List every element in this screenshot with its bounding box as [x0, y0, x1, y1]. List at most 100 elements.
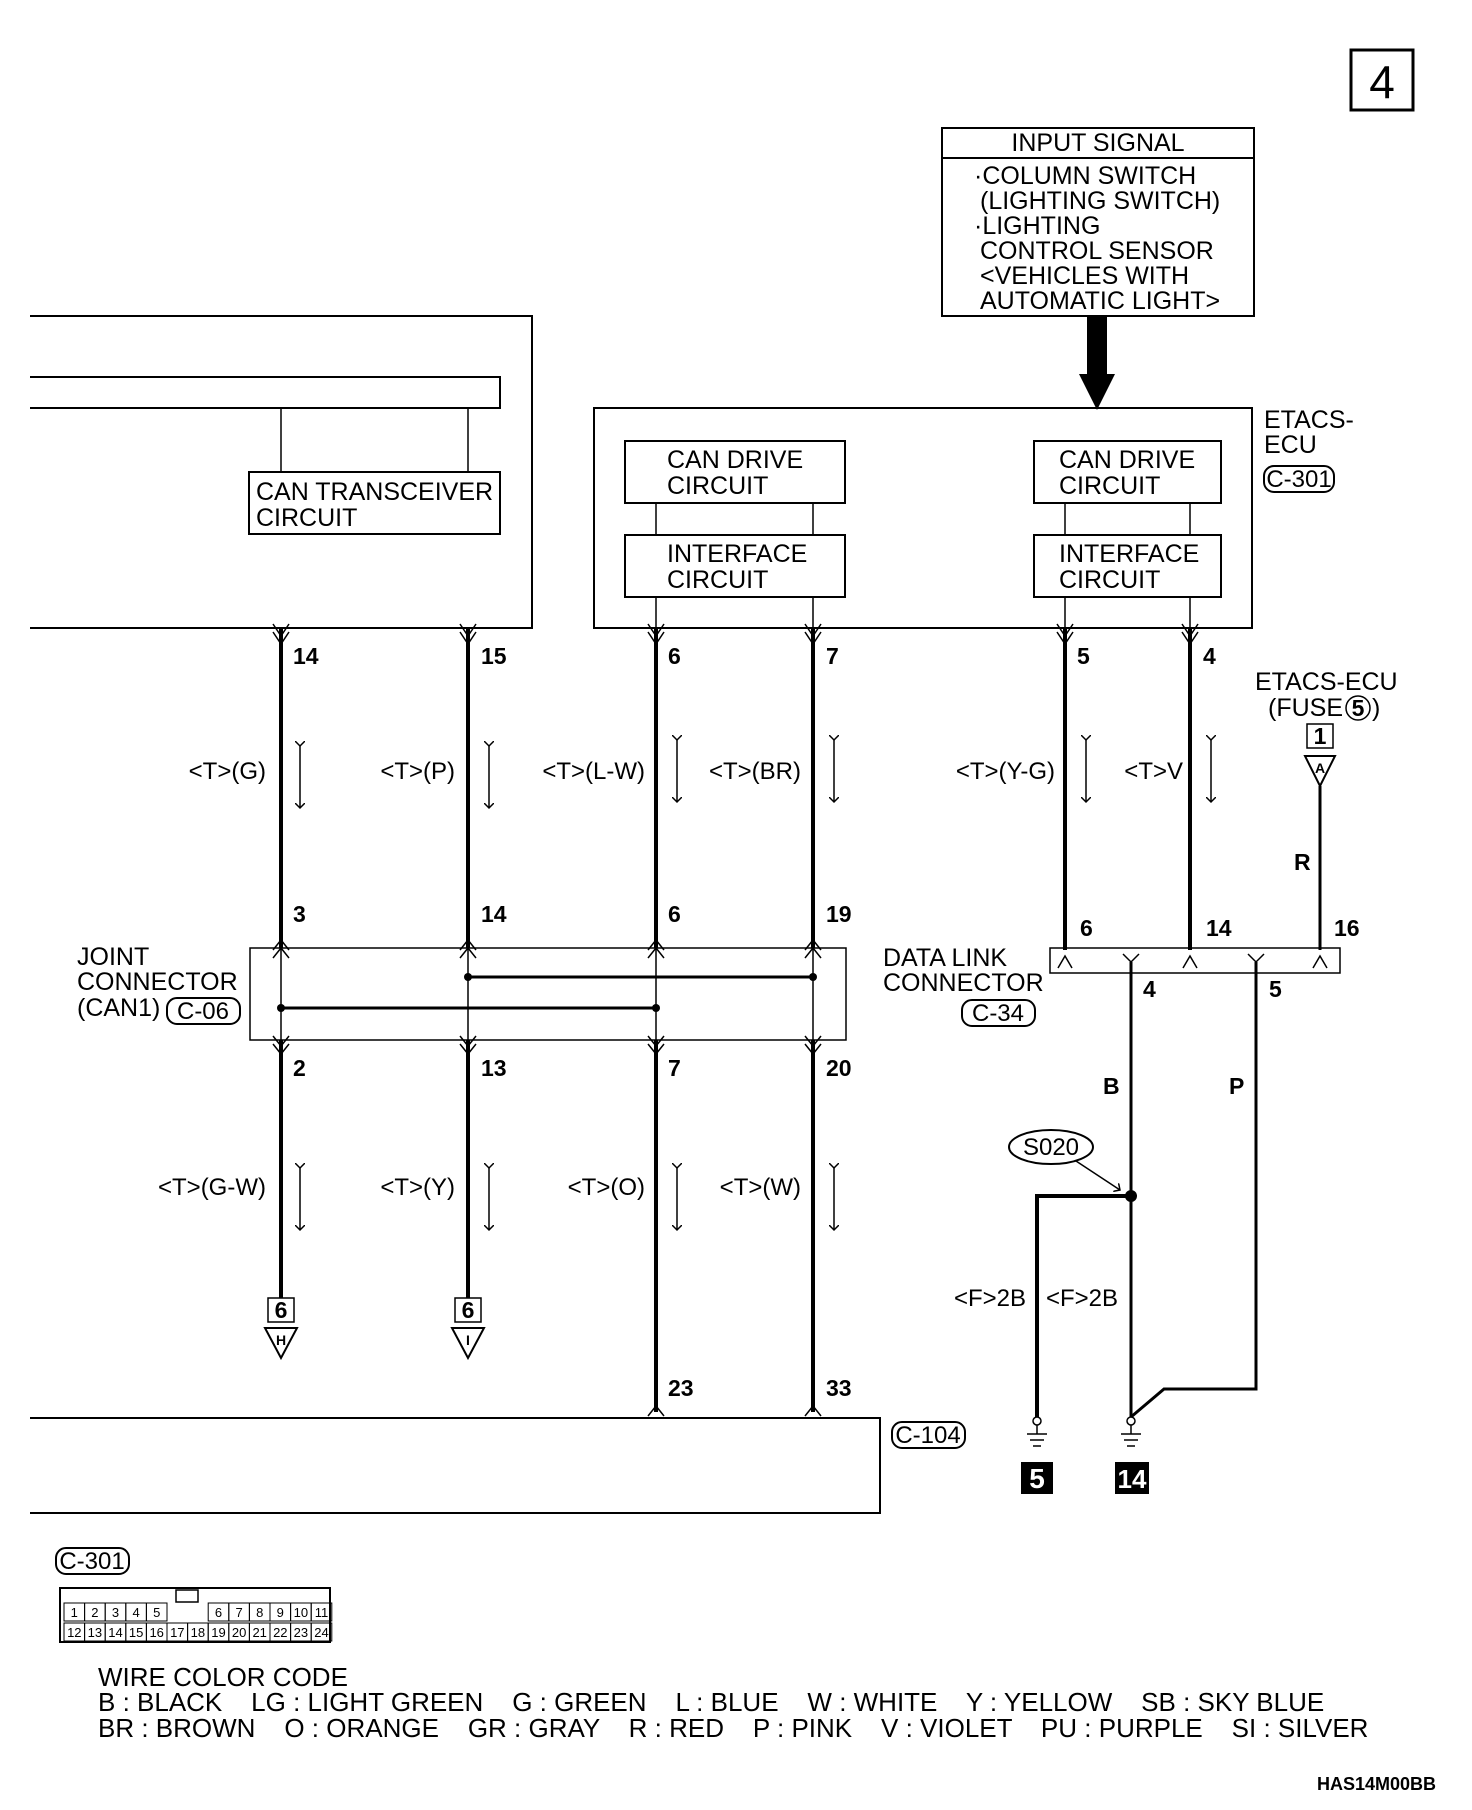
pin-number: 13: [481, 1055, 507, 1081]
signal-label: <T>(P): [380, 758, 455, 785]
legend-line: BR : BROWN O : ORANGE GR : GRAY R : RED …: [98, 1713, 1368, 1743]
interface-circuit-2: [1033, 534, 1222, 598]
splice-tag: [1008, 1129, 1094, 1165]
c301-pin-cell: [310, 1622, 333, 1642]
fuse-number-circle: [1345, 695, 1371, 721]
interface-label: INTERFACE: [1059, 540, 1199, 568]
input-signal-title: INPUT SIGNAL: [1011, 129, 1184, 157]
c301-pin-cell: [310, 1602, 333, 1622]
page-number: 4: [1369, 56, 1395, 108]
c301-pin-number: 14: [108, 1625, 122, 1640]
joint-connector: JOINT CONNECTOR (CAN1) C-06 3 14 6 19 2 …: [77, 901, 852, 1081]
can-drive-label: CIRCUIT: [667, 472, 768, 500]
joint-connector-tag: [166, 997, 241, 1025]
pin-number: 2: [293, 1055, 306, 1081]
joint-connector-label: JOINT: [77, 943, 149, 971]
pin-number: 23: [668, 1375, 694, 1401]
ref-letter: H: [276, 1332, 286, 1348]
c301-view-label: C-301: [59, 1548, 124, 1575]
c301-pin-number: 24: [314, 1625, 328, 1640]
pin-number: 5: [1269, 976, 1282, 1002]
input-signal-line: AUTOMATIC LIGHT>: [980, 287, 1220, 315]
c301-pin-number: 20: [232, 1625, 246, 1640]
c301-pin-cell: [145, 1602, 168, 1622]
ref-number: 6: [462, 1297, 475, 1323]
upper-wires: [279, 628, 1192, 950]
c301-pin-number: 4: [132, 1605, 139, 1620]
pin-number: 33: [826, 1375, 852, 1401]
data-link-connector: 6 14 16 4 5 DATA LINK CONNECTOR C-34: [883, 915, 1360, 1027]
c301-pin-number: 5: [153, 1605, 160, 1620]
c104-connector-id: C-104: [895, 1422, 960, 1449]
c301-pin-number: 11: [315, 1605, 329, 1620]
input-signal-box: INPUT SIGNAL ·COLUMN SWITCH (LIGHTING SW…: [941, 127, 1255, 317]
pin-number: 20: [826, 1055, 852, 1081]
pin-number: 15: [481, 643, 507, 669]
signal-label: <T>(G-W): [158, 1174, 266, 1201]
ground-number: 5: [1029, 1463, 1045, 1494]
input-signal-line: <VEHICLES WITH: [980, 262, 1189, 290]
c301-pin-number: 16: [149, 1625, 163, 1640]
c104-tag: [891, 1421, 966, 1449]
c301-pin-number: 6: [215, 1605, 222, 1620]
dlc-label: DATA LINK: [883, 944, 1007, 972]
fuse-label: ETACS-ECU: [1255, 668, 1398, 696]
c301-pin-number: 10: [294, 1605, 308, 1620]
pin-number: 3: [293, 901, 306, 927]
c301-pin-number: 17: [170, 1625, 184, 1640]
interface-label: CIRCUIT: [667, 566, 768, 594]
c104-box: 23 33 C-104: [30, 1375, 966, 1514]
wire-color-label: R: [1294, 849, 1311, 875]
input-signal-line: ·COLUMN SWITCH: [974, 162, 1196, 190]
pin-number: 6: [668, 643, 681, 669]
wire-color-label: B: [1103, 1073, 1120, 1099]
c301-pin-number: 15: [129, 1625, 143, 1640]
input-signal-line: (LIGHTING SWITCH): [980, 187, 1220, 215]
can-transceiver-box: [248, 471, 501, 535]
pin-number: 5: [1077, 643, 1090, 669]
c301-pin-number: 3: [112, 1605, 119, 1620]
page-number-box: [1349, 48, 1415, 112]
signal-label: <T>(W): [720, 1174, 801, 1201]
pin-number: 14: [481, 901, 507, 927]
etacs-connector-tag: [1263, 465, 1335, 493]
can-drive-label: CAN DRIVE: [667, 446, 803, 474]
signal-label: <T>V: [1124, 758, 1183, 785]
dlc-ground-wiring: S020 B P <F>2B <F>2B 5 14: [954, 962, 1258, 1494]
c301-pin-number: 19: [211, 1625, 225, 1640]
ground-wire-label: <F>2B: [1046, 1285, 1118, 1312]
fuse-label-close: ): [1372, 694, 1380, 722]
joint-connector-id: C-06: [177, 998, 229, 1025]
c301-pin-number: 8: [256, 1605, 263, 1620]
terminal-marks: [272, 623, 1199, 646]
fuse-ref-number: 1: [1314, 723, 1327, 749]
ref-letter: I: [466, 1332, 470, 1348]
c301-pin-number: 7: [235, 1605, 242, 1620]
pin-number: 7: [826, 643, 839, 669]
fuse-ref-letter: A: [1315, 760, 1325, 776]
fuse-label: (FUSE: [1268, 694, 1343, 722]
signal-label: <T>(BR): [709, 758, 801, 785]
signal-label: <T>(O): [568, 1174, 645, 1201]
c301-pin-number: 22: [273, 1625, 287, 1640]
etacs-name: ETACS-: [1264, 406, 1354, 434]
pin-number: 16: [1334, 915, 1360, 941]
can-transceiver-label: CIRCUIT: [256, 504, 357, 532]
lower-wires: [279, 1040, 815, 1412]
etacs-connector: C-301: [1266, 466, 1331, 493]
left-ecu-box: CAN TRANSCEIVER CIRCUIT: [30, 315, 533, 629]
wire-color-label: P: [1229, 1073, 1244, 1099]
bidirectional-arrows: [300, 740, 1211, 1230]
signal-label: <T>(G): [189, 758, 266, 785]
can-drive-label: CAN DRIVE: [1059, 446, 1195, 474]
pin-number: 6: [668, 901, 681, 927]
c301-pin-number: 9: [277, 1605, 284, 1620]
pin-number: 14: [293, 643, 319, 669]
input-signal-line: CONTROL SENSOR: [980, 237, 1214, 265]
can-transceiver-label: CAN TRANSCEIVER: [256, 478, 493, 506]
legend-title: WIRE COLOR CODE: [98, 1662, 348, 1692]
can-drive-circuit-1: [624, 440, 846, 504]
c301-pin-number: 21: [252, 1625, 266, 1640]
